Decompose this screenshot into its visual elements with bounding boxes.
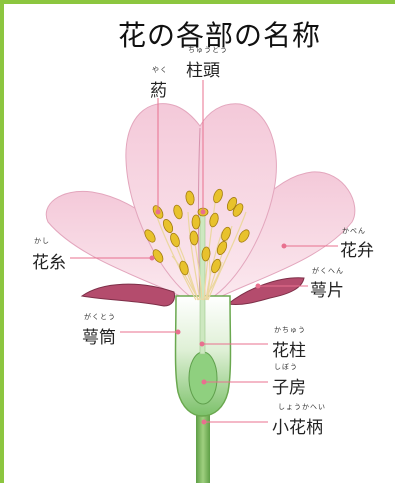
sepal-ruby: がくへん [312,266,344,276]
anther-label: 葯 [150,76,167,101]
calyx-tube-label: 萼筒 [82,323,116,348]
sepal-label: 萼片 [310,276,344,301]
anther-ruby: やく [152,65,168,75]
pedicel-label: 小花柄 [272,413,323,438]
calyx-tube-ruby: がくとう [84,312,116,322]
ovary-ruby: しぼう [274,362,298,372]
ovary-shape [189,352,217,404]
ovary-label: 子房 [272,373,306,398]
style-ruby: かちゅう [274,325,306,335]
petal-ruby: かべん [342,226,366,236]
stigma-ruby: ちゅうとう [188,45,228,55]
style-label: 花柱 [272,336,306,361]
pedicel-ruby: しょうかへい [278,402,326,412]
filament-ruby: かし [34,236,50,246]
stigma-label: 柱頭 [186,56,220,81]
filament-label: 花糸 [32,248,66,273]
petal-label: 花弁 [340,236,374,261]
